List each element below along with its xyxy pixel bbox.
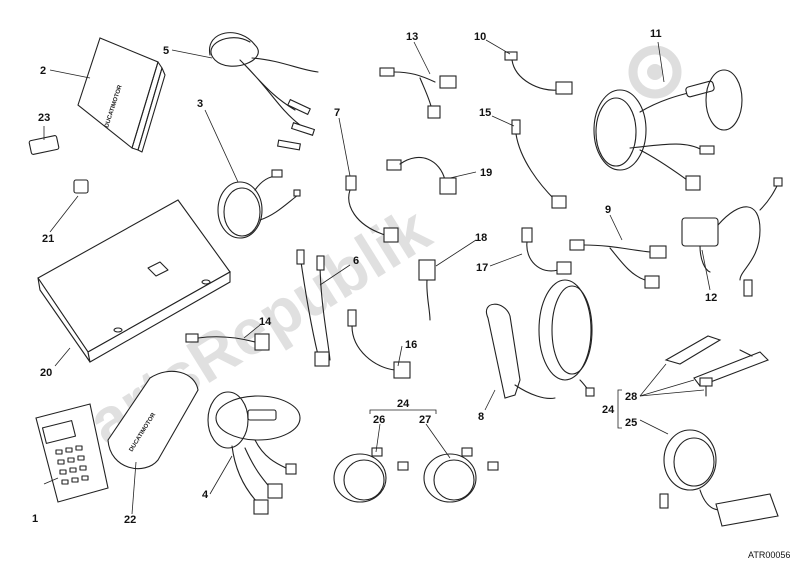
part-sticker: [28, 135, 60, 155]
part-lead-box-25: [659, 429, 779, 527]
leader-lines: [43, 39, 711, 515]
callout-9: 9: [605, 204, 611, 216]
part-bracket-28: [664, 335, 769, 397]
callout-20: 20: [40, 367, 52, 379]
part-connector-18: [418, 259, 436, 321]
callout-21: 21: [42, 233, 54, 245]
part-cable-16: [347, 309, 411, 379]
callout-7: 7: [334, 107, 340, 119]
callout-14: 14: [259, 316, 272, 328]
part-cable-17: [521, 227, 572, 275]
part-dual-leads-6: [296, 249, 331, 367]
callout-26: 26: [373, 414, 385, 426]
callout-8: 8: [478, 411, 484, 423]
callout-13: 13: [406, 31, 418, 43]
part-cable-clamps: [209, 32, 319, 151]
part-clamp-probe-8: [485, 279, 595, 399]
part-cap: [73, 179, 89, 194]
callout-24-group-b: 24: [602, 404, 615, 416]
callout-4: 4: [202, 489, 209, 501]
callout-27: 27: [419, 414, 431, 426]
callout-labels: 1 2 3 4 5 6 7 8 9 10 11 12 13 14 15 16 1…: [32, 28, 717, 526]
callout-25: 25: [625, 417, 637, 429]
part-manual: DUCATIMOTOR: [77, 37, 166, 153]
part-cable-7: [345, 175, 399, 243]
callout-15: 15: [479, 107, 491, 119]
watermark-gear-icon: [628, 45, 682, 99]
part-cable-14: [185, 333, 270, 351]
part-cable-19: [386, 156, 457, 195]
part-coiled-lead-11: [593, 69, 743, 191]
part-cable-10: [504, 51, 573, 95]
part-coiled-cable-3: [217, 169, 301, 239]
part-cable-13: [379, 67, 457, 119]
callout-17: 17: [476, 262, 488, 274]
part-module-12: [681, 177, 783, 297]
part-lead-27: [423, 447, 499, 503]
callout-6: 6: [353, 255, 359, 267]
callout-2: 2: [40, 65, 46, 77]
part-lead-26: [333, 447, 409, 503]
callout-1: 1: [32, 513, 38, 525]
callout-16: 16: [405, 339, 417, 351]
callout-12: 12: [705, 292, 717, 304]
reference-code: ATR00056: [748, 550, 790, 560]
callout-18: 18: [475, 232, 487, 244]
part-harness-4: [207, 391, 301, 515]
part-cable-9: [569, 239, 667, 289]
callout-19: 19: [480, 167, 492, 179]
callout-11: 11: [650, 28, 662, 40]
part-carry-case: [37, 199, 231, 363]
part-cable-15: [511, 119, 567, 209]
callout-24-group-a: 24: [397, 398, 410, 410]
callout-23: 23: [38, 112, 50, 124]
callout-22: 22: [124, 514, 136, 526]
callout-3: 3: [197, 98, 203, 110]
part-pouch: DUCATIMOTOR: [107, 370, 199, 470]
callout-28: 28: [625, 391, 637, 403]
callout-5: 5: [163, 45, 169, 57]
part-diagnostic-tester: [35, 403, 109, 503]
callout-10: 10: [474, 31, 486, 43]
